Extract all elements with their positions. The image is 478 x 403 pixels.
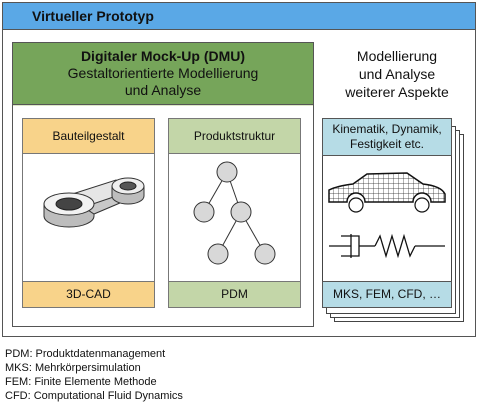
- dmu-title: Digitaler Mock-Up (DMU): [80, 48, 246, 64]
- analysis-bottom-label: MKS, FEM, CFD, …: [322, 281, 452, 308]
- legend-item: MKS: Mehrkörpersimulation: [5, 362, 141, 374]
- legend-item: FEM: Finite Elemente Methode: [5, 376, 157, 388]
- legend-item: CFD: Computational Fluid Dynamics: [5, 390, 183, 402]
- dmu-header: [13, 43, 313, 105]
- analysis-top-line1: Kinematik, Dynamik,: [332, 122, 442, 136]
- legend: PDM: Produktdatenmanagement MKS: Mehrkör…: [5, 347, 183, 403]
- virtual-prototype-title: Virtueller Prototyp: [32, 8, 154, 24]
- virtual-prototype-header: [3, 3, 475, 30]
- produkt-bottom-label: PDM: [168, 281, 301, 308]
- produkt-label: Produktstruktur: [168, 118, 301, 154]
- right-title-line3: weiterer Aspekte: [345, 84, 449, 100]
- tree-structure-icon: [168, 154, 301, 281]
- legend-item: PDM: Produktdatenmanagement: [5, 348, 166, 360]
- bracket-part-icon: [24, 160, 154, 270]
- right-title-line2: und Analyse: [358, 66, 436, 82]
- bauteil-label: Bauteilgestalt: [22, 118, 155, 154]
- dmu-subtitle-line1: Gestaltorientierte Modellierung: [67, 65, 259, 81]
- spring-damper-icon: [323, 226, 451, 266]
- analysis-top-line2: Festigkeit etc.: [349, 137, 425, 151]
- dmu-subtitle: Gestaltorientierte Modellierung und Anal…: [13, 65, 313, 99]
- dmu-subtitle-line2: und Analyse: [124, 82, 202, 98]
- right-title-line1: Modellierung: [356, 48, 438, 64]
- bauteil-bottom-label: 3D-CAD: [22, 281, 155, 308]
- analysis-top-label: Kinematik, Dynamik, Festigkeit etc.: [322, 118, 452, 156]
- car-mesh-icon: [323, 168, 451, 218]
- right-title: Modellierung und Analyse weiterer Aspekt…: [322, 47, 472, 101]
